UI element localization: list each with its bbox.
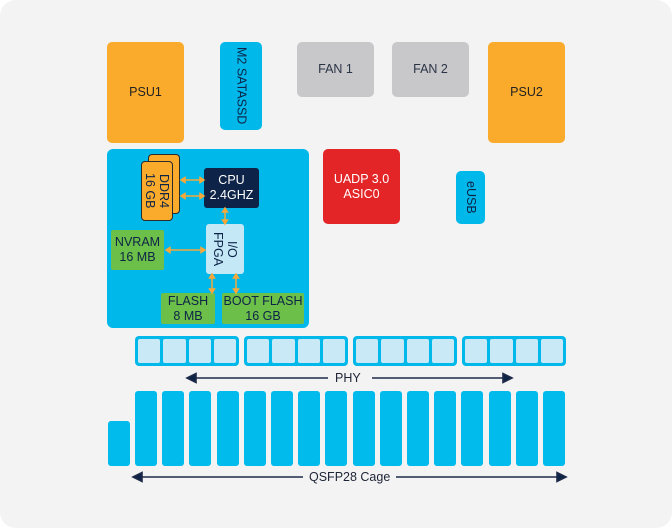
phy-group [462,336,566,366]
flash-size: 8 MB [173,308,203,323]
nvram-box: NVRAM 16 MB [111,230,164,270]
qsfp28-port [407,391,429,466]
fpga-bootflash-arrow [232,272,240,295]
qsfp28-port [162,391,185,466]
flash-label: FLASH [167,293,209,308]
phy-group [353,336,457,366]
phy-lane [322,339,345,363]
phy-group [244,336,348,366]
eusb-label: eUSB [464,181,478,214]
mgmt-port [108,421,130,466]
fpga-io: I/O [225,240,239,258]
phy-lane [540,339,563,363]
phy-lane [465,339,488,363]
phy-lane [356,339,379,363]
phy-lane [247,339,270,363]
asic-box: UADP 3.0 ASIC0 [323,149,400,224]
bootflash-size: 16 GB [245,308,281,323]
phy-lane [381,339,404,363]
cpu-box: CPU 2.4GHZ [204,168,259,208]
nvram-label: NVRAM [114,235,161,249]
ssd-label: M2 SATASSD [234,47,249,125]
phy-arrowhead-left [185,372,197,384]
flash-box: FLASH 8 MB [161,293,215,324]
phy-lane [272,339,295,363]
ddr4-size: 16 GB [143,173,157,209]
ddr-cpu-arrow-2 [179,192,206,200]
cage-arrowhead-left [131,471,143,483]
psu1-box: PSU1 [107,42,184,143]
phy-label: PHY [329,371,367,385]
bootflash-box: BOOT FLASH 16 GB [222,293,304,324]
qsfp28-port [243,391,266,466]
phy-lane [406,339,429,363]
cage-arrowhead-right [556,471,568,483]
ddr-cpu-arrow-1 [179,176,206,184]
ddr4-box: DDR4 16 GB [141,161,173,221]
phy-lane [188,339,211,363]
qsfp28-port [352,391,375,466]
qsfp28-port [543,391,565,466]
qsfp28-port [189,391,212,466]
qsfp28-port [298,391,321,466]
fan2-box: FAN 2 [392,42,469,97]
psu1-label: PSU1 [129,85,162,99]
nvram-size: 16 MB [119,250,156,264]
phy-lane [163,339,186,363]
qsfp28-port [216,391,239,466]
qsfp28-port [379,391,402,466]
eusb-box: eUSB [456,171,485,224]
fpga-flash-arrow [208,272,216,295]
phy-lane [515,339,538,363]
qsfp28-port [135,391,157,466]
phy-lane [490,339,513,363]
qsfp28-port [271,391,293,466]
ssd-box: M2 SATASSD [220,42,262,130]
psu2-box: PSU2 [488,42,565,143]
phy-lane [297,339,320,363]
fan2-label: FAN 2 [413,62,448,76]
phy-arrowhead-right [502,372,514,384]
qsfp28-port [488,391,511,466]
fpga-name: FPGA [211,231,225,267]
cage-label: QSFP28 Cage [303,470,397,484]
psu2-label: PSU2 [510,85,543,99]
qsfp28-port [434,391,457,466]
cpu-fpga-arrow [221,206,229,226]
qsfp28-port [325,391,348,466]
asic-id: ASIC0 [343,186,380,201]
phy-lane [138,339,161,363]
bootflash-label: BOOT FLASH [223,293,303,308]
nvram-fpga-arrow [164,246,207,254]
ddr4-type: DDR4 [157,173,171,209]
qsfp28-port [515,391,538,466]
phy-lane [213,339,236,363]
cpu-speed: 2.4GHZ [209,188,254,202]
cpu-label: CPU [218,173,245,187]
fan1-label: FAN 1 [318,62,353,76]
fpga-label: I/O FPGA [211,232,239,266]
phy-group [135,336,239,366]
ddr4-label: DDR4 16 GB [143,173,171,208]
fan1-box: FAN 1 [297,42,374,97]
asic-label: UADP 3.0 [333,171,390,186]
phy-lane [431,339,454,363]
qsfp28-port [461,391,484,466]
fpga-box: I/O FPGA [206,224,244,274]
